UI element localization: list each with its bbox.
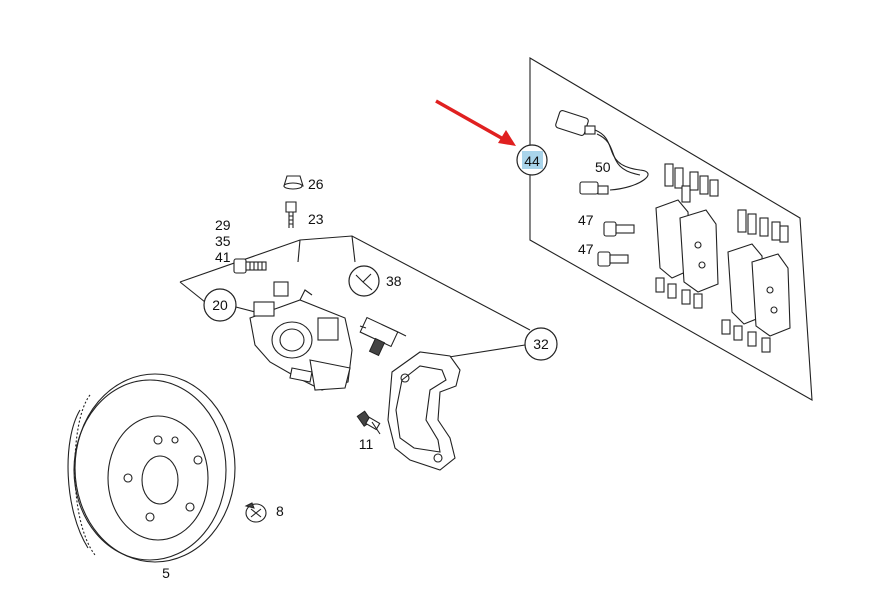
label-11: 11 [359, 436, 374, 452]
brake-pads-left [655, 199, 719, 293]
label-38: 38 [386, 273, 402, 289]
label-20: 20 [212, 297, 228, 313]
pad-clips-left [664, 163, 719, 203]
pad-kit-panel [529, 57, 813, 401]
brake-pads-right [727, 243, 791, 337]
wrench-icon [355, 273, 373, 291]
pad-clips-right [737, 209, 789, 243]
label-23: 23 [308, 211, 324, 227]
brake-disc [67, 373, 236, 563]
label-29: 29 [215, 217, 231, 233]
callout-circle-32 [524, 327, 558, 361]
carrier-bracket [387, 351, 461, 471]
red-arrow-indicator [435, 99, 516, 146]
caliper-20 [249, 281, 353, 391]
label-32: 32 [533, 336, 549, 352]
highlight-44 [522, 151, 543, 169]
label-44: 44 [524, 153, 540, 169]
label-35: 35 [215, 233, 231, 249]
label-5: 5 [162, 565, 170, 581]
label-26: 26 [308, 176, 324, 192]
label-50: 50 [595, 159, 611, 175]
bolt-8 [244, 502, 267, 523]
pad-clips-left-bottom [655, 277, 703, 309]
pad-clips-right-bottom [721, 319, 771, 353]
label-41: 41 [215, 249, 231, 265]
label-47-bottom: 47 [578, 241, 594, 257]
wear-sensor-50 [555, 110, 649, 195]
guide-pin-assembly [359, 316, 407, 357]
bleed-valve-23 [285, 201, 297, 228]
label-47-top: 47 [578, 212, 594, 228]
bolt-47-bottom [597, 251, 629, 267]
callout-circle-20 [203, 288, 237, 322]
label-8: 8 [276, 503, 284, 519]
dust-cap-26 [283, 175, 304, 190]
bolt-29-35-41 [233, 258, 267, 274]
bolt-47-top [603, 221, 635, 237]
bleed-screw-11 [356, 410, 381, 435]
